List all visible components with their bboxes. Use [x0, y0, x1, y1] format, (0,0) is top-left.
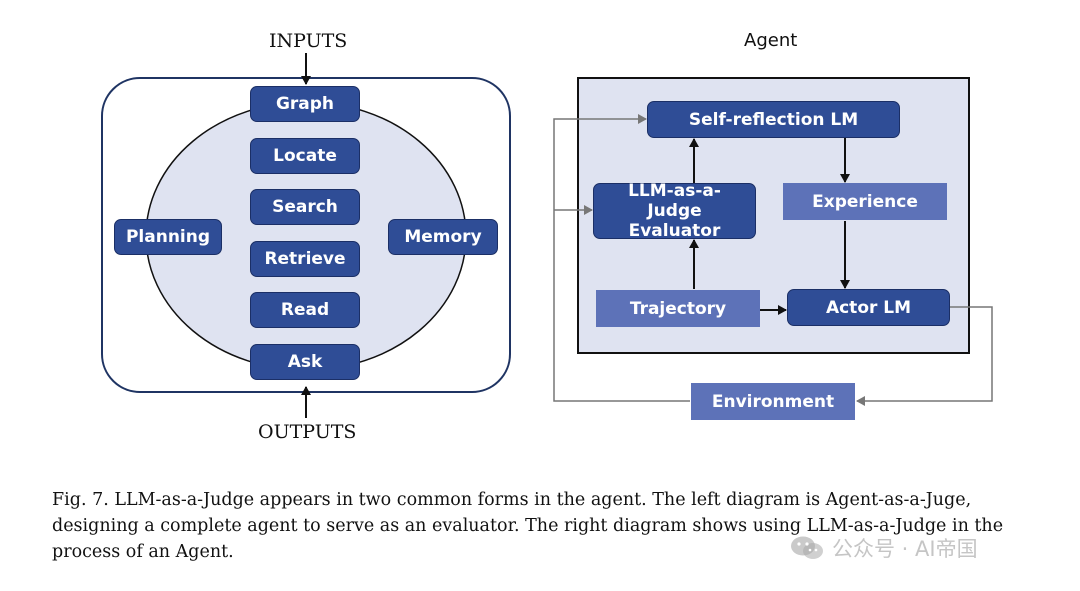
memory-box: Memory	[388, 219, 498, 255]
environment-box: Environment	[691, 383, 855, 420]
environment-loop-path	[553, 114, 690, 402]
search-module: Search	[250, 189, 360, 225]
locate-module: Locate	[250, 138, 360, 174]
self-reflection-lm-box: Self-reflection LM	[647, 101, 900, 138]
trajectory-box: Trajectory	[596, 290, 760, 327]
graph-module: Graph	[250, 86, 360, 122]
agent-title: Agent	[744, 30, 798, 51]
figure-caption: Fig. 7. LLM-as-a-Judge appears in two co…	[52, 490, 1004, 562]
ask-module: Ask	[250, 344, 360, 380]
retrieve-module: Retrieve	[250, 241, 360, 277]
watermark-text: 公众号 · AI帝国	[832, 537, 978, 561]
llm-judge-evaluator-box: LLM-as-a-Judge Evaluator	[593, 181, 756, 241]
actor-to-environment-path	[856, 306, 993, 406]
inputs-label: INPUTS	[269, 30, 348, 52]
planning-box: Planning	[114, 219, 222, 255]
wechat-icon	[791, 536, 823, 559]
read-module: Read	[250, 292, 360, 328]
outputs-label: OUTPUTS	[258, 421, 357, 443]
watermark: 公众号 · AI帝国	[790, 533, 978, 563]
experience-box: Experience	[783, 183, 947, 220]
actor-lm-box: Actor LM	[787, 289, 950, 326]
